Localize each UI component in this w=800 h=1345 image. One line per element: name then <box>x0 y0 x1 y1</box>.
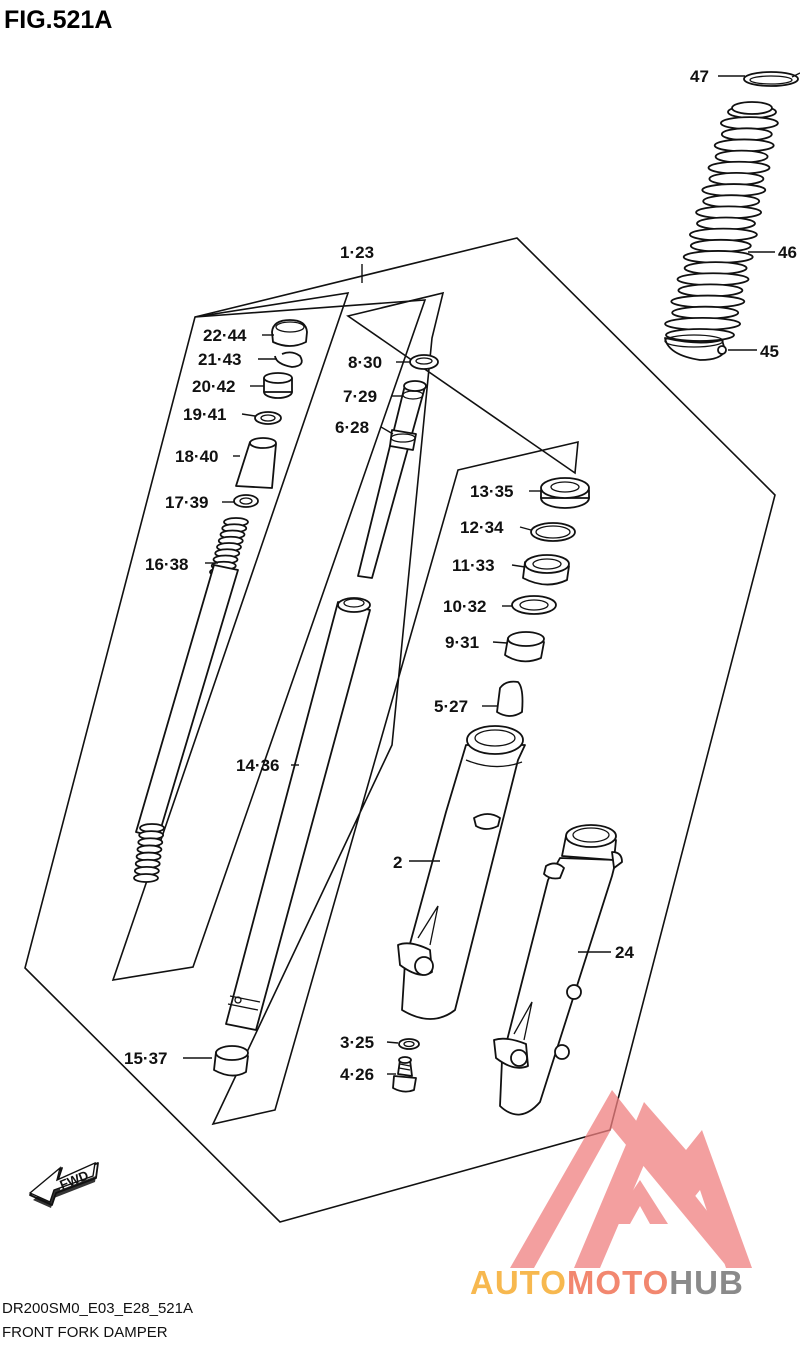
leader-line-6-28 <box>380 426 394 435</box>
boot-fold <box>708 171 765 186</box>
leader-line-19-41 <box>241 413 256 417</box>
callout-label-2: 2 <box>393 853 402 872</box>
callout-label-22-44: 22·44 <box>203 326 247 345</box>
watermark-hub: HUB <box>669 1264 744 1301</box>
piston-ring-part-8 <box>409 354 439 370</box>
outer-tube-part-2 <box>397 725 526 1020</box>
damper-rod-part-7 <box>357 380 427 579</box>
callout-label-9-31: 9·31 <box>445 633 479 652</box>
callout-label-3-25: 3·25 <box>340 1033 374 1052</box>
circlip-part-21 <box>274 351 303 368</box>
leader-line-3-25 <box>386 1041 399 1044</box>
boot-fold <box>714 149 769 164</box>
oil-seal-part-11 <box>522 554 570 586</box>
boot-fold <box>664 316 741 331</box>
figure-caption: FRONT FORK DAMPER <box>2 1324 168 1341</box>
oil-lock-part-15 <box>213 1045 249 1077</box>
callout-label-24: 24 <box>615 943 634 962</box>
callout-label-16-38: 16·38 <box>145 555 188 574</box>
boot-fold <box>707 160 771 175</box>
boot-fold <box>720 116 779 131</box>
o-ring-part-19 <box>254 411 282 425</box>
boot-fold <box>713 138 775 153</box>
callout-label-12-34: 12·34 <box>460 518 504 537</box>
cap-bolt-part-20 <box>263 372 293 399</box>
damper-rod-subframe <box>211 291 579 1126</box>
callout-label-21-43: 21·43 <box>198 350 241 369</box>
boot-fold <box>671 305 740 320</box>
boot-band-part-45 <box>664 334 727 361</box>
boot-top <box>731 101 773 115</box>
boot-fold <box>689 238 752 253</box>
callout-label-11-33: 11·33 <box>452 556 495 575</box>
watermark-text: AUTOMOTOHUB <box>470 1264 744 1301</box>
boot-fold <box>682 250 754 264</box>
boot-fold <box>683 261 748 276</box>
callout-label-19-41: 19·41 <box>183 405 226 424</box>
fork-boot-part-46 <box>664 101 779 342</box>
spring-body <box>135 564 239 839</box>
figure-title: FIG.521A <box>4 6 112 34</box>
leader-line-11-33 <box>511 564 526 568</box>
leader-line-9-31 <box>492 641 508 644</box>
boot-fold <box>720 127 773 142</box>
boot-fold <box>702 194 761 209</box>
callout-label-7-29: 7·29 <box>343 387 377 406</box>
bolt-part-4 <box>392 1056 417 1093</box>
callout-label-1-23: 1·23 <box>340 243 374 262</box>
boot-fold <box>689 227 758 242</box>
spring-coil <box>133 873 159 883</box>
callout-label-4-26: 4·26 <box>340 1065 374 1084</box>
cap-part-22 <box>271 319 308 347</box>
callout-label-47: 47 <box>690 67 709 86</box>
watermark-moto: MOTO <box>567 1264 669 1301</box>
callout-label-6-28: 6·28 <box>335 418 369 437</box>
callout-label-18-40: 18·40 <box>175 447 218 466</box>
fork-spring-part-16 <box>133 517 249 883</box>
callout-label-8-30: 8·30 <box>348 353 382 372</box>
boot-fold <box>696 216 756 231</box>
callout-label-20-42: 20·42 <box>192 377 235 396</box>
callout-label-15-37: 15·37 <box>124 1049 167 1068</box>
callout-label-14-36: 14·36 <box>236 756 279 775</box>
fwd-arrow-icon: FWD <box>28 1161 99 1208</box>
inner-tube-part-14 <box>225 597 371 1031</box>
seal-washer-part-10 <box>511 595 557 615</box>
automotohub-logo <box>510 1090 752 1268</box>
outer-tube-part-24 <box>493 824 623 1116</box>
callout-layer: 47 46 45 1·23 22·44 21·43 20·42 19·41 18·40 17·39… <box>124 67 797 1084</box>
callout-label-17-39: 17·39 <box>165 493 208 512</box>
model-code: DR200SM0_E03_E28_521A <box>2 1300 193 1317</box>
leader-line-12-34 <box>519 526 532 531</box>
callout-label-5-27: 5·27 <box>434 697 468 716</box>
guide-part-5 <box>496 680 524 717</box>
rebound-spring-part-6 <box>389 429 417 451</box>
boot-fold <box>670 294 746 309</box>
washer-part-17 <box>233 494 259 508</box>
callout-label-13-35: 13·35 <box>470 482 513 501</box>
dust-seal-part-13 <box>540 477 590 509</box>
gasket-part-3 <box>398 1038 420 1050</box>
callout-label-10-32: 10·32 <box>443 597 486 616</box>
boot-fold <box>701 183 767 197</box>
slide-bushing-part-9 <box>504 631 545 663</box>
clamp-part-47 <box>743 71 800 87</box>
spring-subframe <box>111 292 427 982</box>
callout-label-46: 46 <box>778 243 797 262</box>
watermark-auto: AUTO <box>470 1264 567 1301</box>
callout-label-45: 45 <box>760 342 779 361</box>
boot-fold <box>677 283 744 298</box>
boot-fold <box>676 272 750 287</box>
boot-fold <box>695 205 762 220</box>
spacer-part-18 <box>235 437 277 489</box>
stopper-ring-part-12 <box>530 522 576 542</box>
